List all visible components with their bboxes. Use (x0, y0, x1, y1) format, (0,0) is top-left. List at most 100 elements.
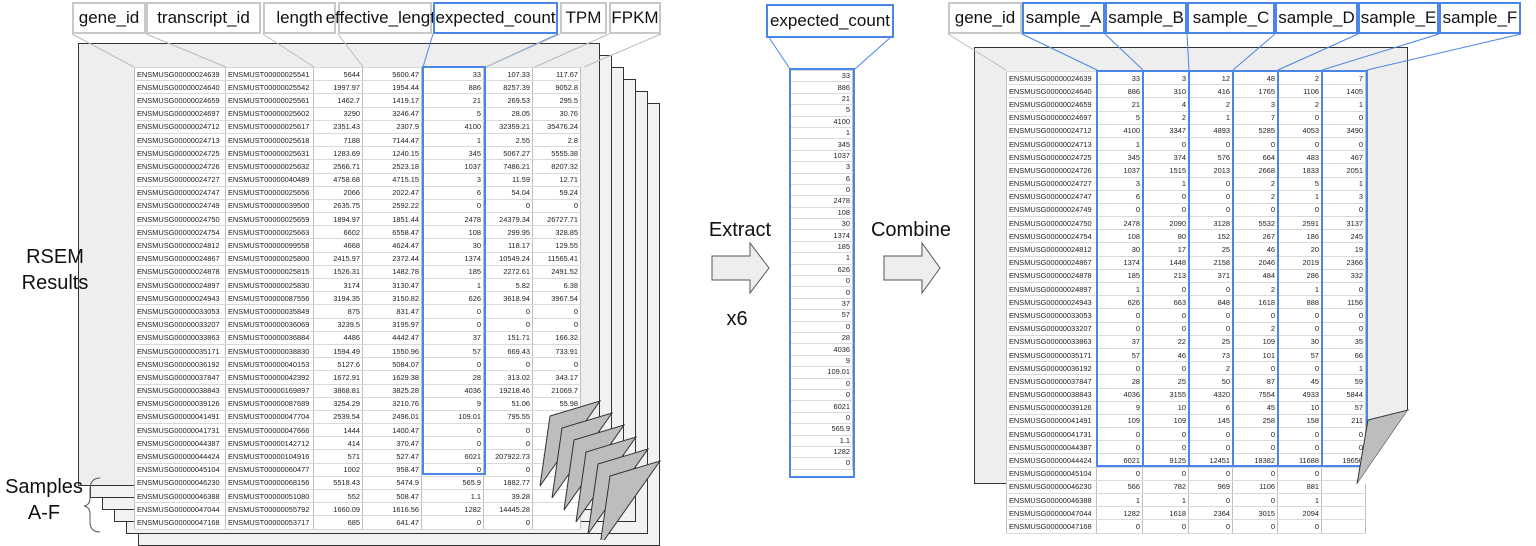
table-cell: 25 (1142, 374, 1189, 389)
table-cell: 1374 (790, 229, 853, 242)
table-cell: 0 (1277, 361, 1322, 376)
table-cell: 4624.47 (362, 238, 422, 253)
table-cell: ENSMUSG00000024639 (1006, 70, 1097, 86)
table-cell: ENSMUSG00000039126 (134, 396, 226, 411)
table-cell: 4758.68 (313, 172, 363, 187)
table-cell: 4893 (1188, 123, 1233, 138)
extracted-row: 30 (790, 218, 853, 231)
extracted-row: 6021 (790, 400, 853, 413)
table-cell: 0 (1142, 427, 1189, 442)
table-cell: 6021 (790, 400, 853, 413)
table-cell: 969 (1188, 479, 1233, 495)
table-cell: 4036 (421, 383, 484, 398)
table-cell: 1 (1142, 176, 1189, 191)
table-cell: 21 (1096, 97, 1143, 112)
table-cell: 1374 (421, 251, 484, 266)
rsem-header-gene-id: gene_id (72, 2, 146, 34)
table-cell: 782 (1142, 479, 1189, 495)
extracted-row: 0 (790, 275, 853, 288)
table-cell: 1.1 (421, 488, 484, 504)
table-cell: 3137 (1321, 216, 1366, 231)
table-cell: 35476.24 (532, 119, 581, 134)
table-cell: 0 (1321, 136, 1366, 152)
samples-label-line1: Samples (5, 476, 83, 498)
table-cell: 1618 (1142, 506, 1189, 521)
table-cell: 508.47 (362, 488, 422, 504)
table-cell: 185 (790, 240, 853, 254)
table-cell: 1 (1321, 97, 1366, 112)
table-cell: ENSMUSG00000024712 (134, 119, 226, 134)
table-cell: 0 (1232, 361, 1278, 376)
table-cell: 35 (1321, 334, 1366, 349)
table-cell: 565.9 (421, 475, 484, 491)
table-cell: 0 (1188, 176, 1233, 191)
table-cell: 4100 (421, 119, 484, 134)
table-cell: 9 (1096, 400, 1143, 415)
table-cell: 9052.8 (532, 80, 581, 95)
table-cell: 0 (1096, 308, 1143, 323)
table-cell: 57 (1096, 347, 1143, 363)
rsem-label-line1: RSEM (26, 246, 84, 268)
table-cell: 0 (1096, 427, 1143, 442)
extract-arrow-icon (711, 241, 770, 295)
table-cell: 55.98 (532, 396, 581, 411)
extracted-row: 565.9 (790, 423, 853, 436)
table-cell: 3490 (1321, 123, 1366, 138)
table-cell: 1283.69 (313, 146, 363, 161)
table-cell: 151.71 (483, 330, 533, 345)
table-cell: 54.04 (483, 185, 533, 200)
table-cell: 4036 (1096, 387, 1143, 402)
table-cell: 1 (1096, 136, 1143, 152)
table-cell: 0 (1321, 110, 1366, 125)
table-cell: 0 (1277, 440, 1322, 455)
extract-connector-left (767, 35, 791, 70)
table-cell: 7 (1321, 70, 1366, 86)
table-cell: 1 (1142, 492, 1189, 508)
table-cell: 2094 (1277, 506, 1322, 521)
table-cell: 2496.01 (362, 409, 422, 425)
table-cell: ENSMUSG00000024726 (134, 159, 226, 174)
table-cell: ENSMUSG00000024897 (134, 277, 226, 293)
table-cell: 5 (790, 104, 853, 117)
table-cell: ENSMUSG00000024747 (134, 185, 226, 200)
table-cell: ENSMUSG00000024747 (1006, 189, 1097, 204)
table-cell: ENSMUSG00000036192 (134, 357, 226, 372)
table-cell: ENSMUST00000025618 (225, 132, 314, 148)
table-cell: 0 (483, 436, 533, 451)
table-cell: 1448 (1142, 255, 1189, 270)
table-cell: 109.01 (421, 409, 484, 425)
table-cell: 2066 (313, 185, 363, 200)
table-cell: ENSMUSG00000041491 (1006, 413, 1097, 429)
table-cell (1321, 506, 1366, 521)
table-cell (532, 488, 581, 504)
table-cell: 831.47 (362, 304, 422, 319)
table-cell: 576 (1188, 150, 1233, 165)
table-cell: 0 (1142, 281, 1189, 297)
table-cell: 12.71 (532, 172, 581, 187)
table-cell: ENSMUST00000025815 (225, 264, 314, 280)
table-cell: ENSMUSG00000024725 (134, 146, 226, 161)
combine-label: Combine (870, 219, 952, 241)
table-cell: ENSMUST00000087556 (225, 291, 314, 306)
table-cell: 371 (1188, 268, 1233, 284)
table-cell: 3128 (1188, 216, 1233, 231)
table-cell: 1833 (1277, 163, 1322, 178)
table-cell: 2 (1188, 97, 1233, 112)
table-cell: ENSMUST00000036069 (225, 317, 314, 332)
table-cell: 848 (1188, 295, 1233, 310)
table-cell: ENSMUST00000053717 (225, 515, 314, 530)
table-cell: 0 (1188, 519, 1233, 534)
table-cell: 10 (1142, 400, 1189, 415)
table-cell: 0 (532, 423, 581, 438)
table-cell: 10549.24 (483, 251, 533, 266)
